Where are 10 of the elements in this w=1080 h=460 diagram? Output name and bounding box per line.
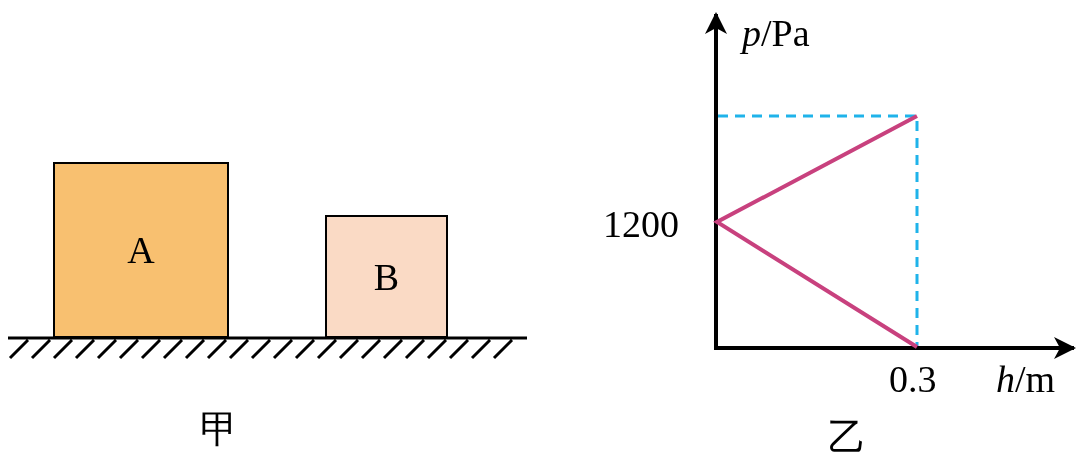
block (325, 215, 448, 338)
figure-label: 乙 (828, 418, 866, 456)
tick-label: 1200 (603, 205, 679, 243)
axis-label: h/m (996, 360, 1056, 398)
block-label: A (127, 228, 155, 272)
tick-label: 0.3 (889, 360, 937, 398)
figure-label: 甲 (200, 410, 238, 448)
block-label: B (373, 254, 400, 299)
block (53, 162, 229, 338)
axis-label: p/Pa (742, 14, 810, 52)
